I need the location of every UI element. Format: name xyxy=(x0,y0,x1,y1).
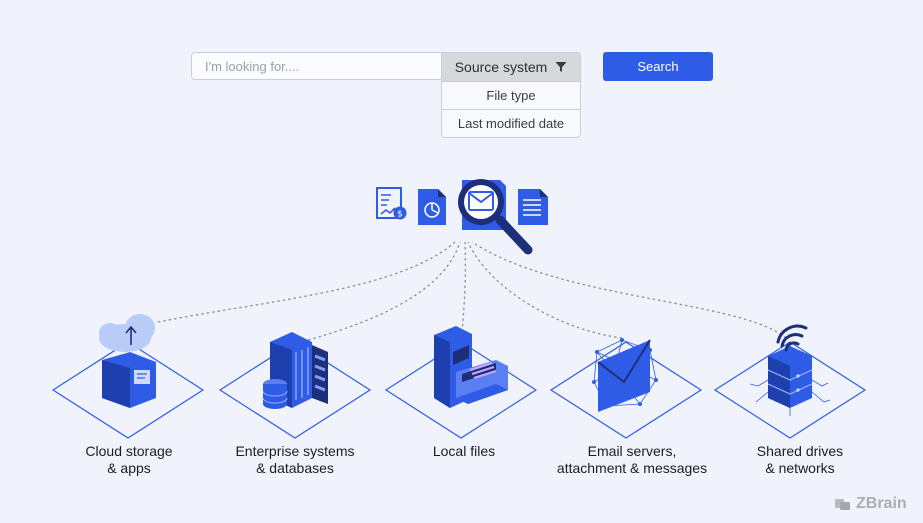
text-document-icon xyxy=(518,189,548,225)
caption-shared-drives: Shared drives & networks xyxy=(756,443,844,476)
search-button[interactable]: Search xyxy=(603,52,713,81)
brand-name: ZBrain xyxy=(856,495,907,512)
brand-logo: ZBrain xyxy=(834,495,907,513)
filter-option-file-type[interactable]: File type xyxy=(442,82,580,109)
network-drive-icon xyxy=(749,324,831,416)
funnel-icon xyxy=(555,62,567,72)
filing-cabinet-icon xyxy=(434,326,508,408)
svg-text:$: $ xyxy=(397,210,403,220)
caption-email-servers: Email servers, attachment & messages xyxy=(556,443,708,476)
connector-lines xyxy=(157,241,787,341)
connector-cloud xyxy=(157,241,456,323)
caption-local-files: Local files xyxy=(432,443,496,459)
connector-email xyxy=(467,241,623,339)
platform-tiles xyxy=(51,341,867,439)
filter-dropdown[interactable]: Source system File type Last modified da… xyxy=(441,52,581,138)
magnifier-icon xyxy=(458,179,533,255)
search-input[interactable] xyxy=(191,52,441,80)
caption-enterprise-systems: Enterprise systems & databases xyxy=(235,443,355,476)
zbrain-logo-icon xyxy=(835,499,850,510)
email-envelope-icon xyxy=(592,338,658,412)
filter-selected-label: Source system xyxy=(454,59,548,75)
connector-enterprise xyxy=(307,241,461,341)
connector-network xyxy=(471,241,787,339)
financial-report-icon: $ xyxy=(376,187,407,220)
cloud-upload-icon xyxy=(99,314,156,408)
filter-selected[interactable]: Source system xyxy=(442,53,580,82)
caption-cloud-storage: Cloud storage & apps xyxy=(85,443,173,476)
server-rack-icon xyxy=(262,332,328,409)
connector-local xyxy=(461,241,467,333)
pie-chart-document-icon xyxy=(418,189,446,225)
filter-option-last-modified[interactable]: Last modified date xyxy=(442,109,580,137)
